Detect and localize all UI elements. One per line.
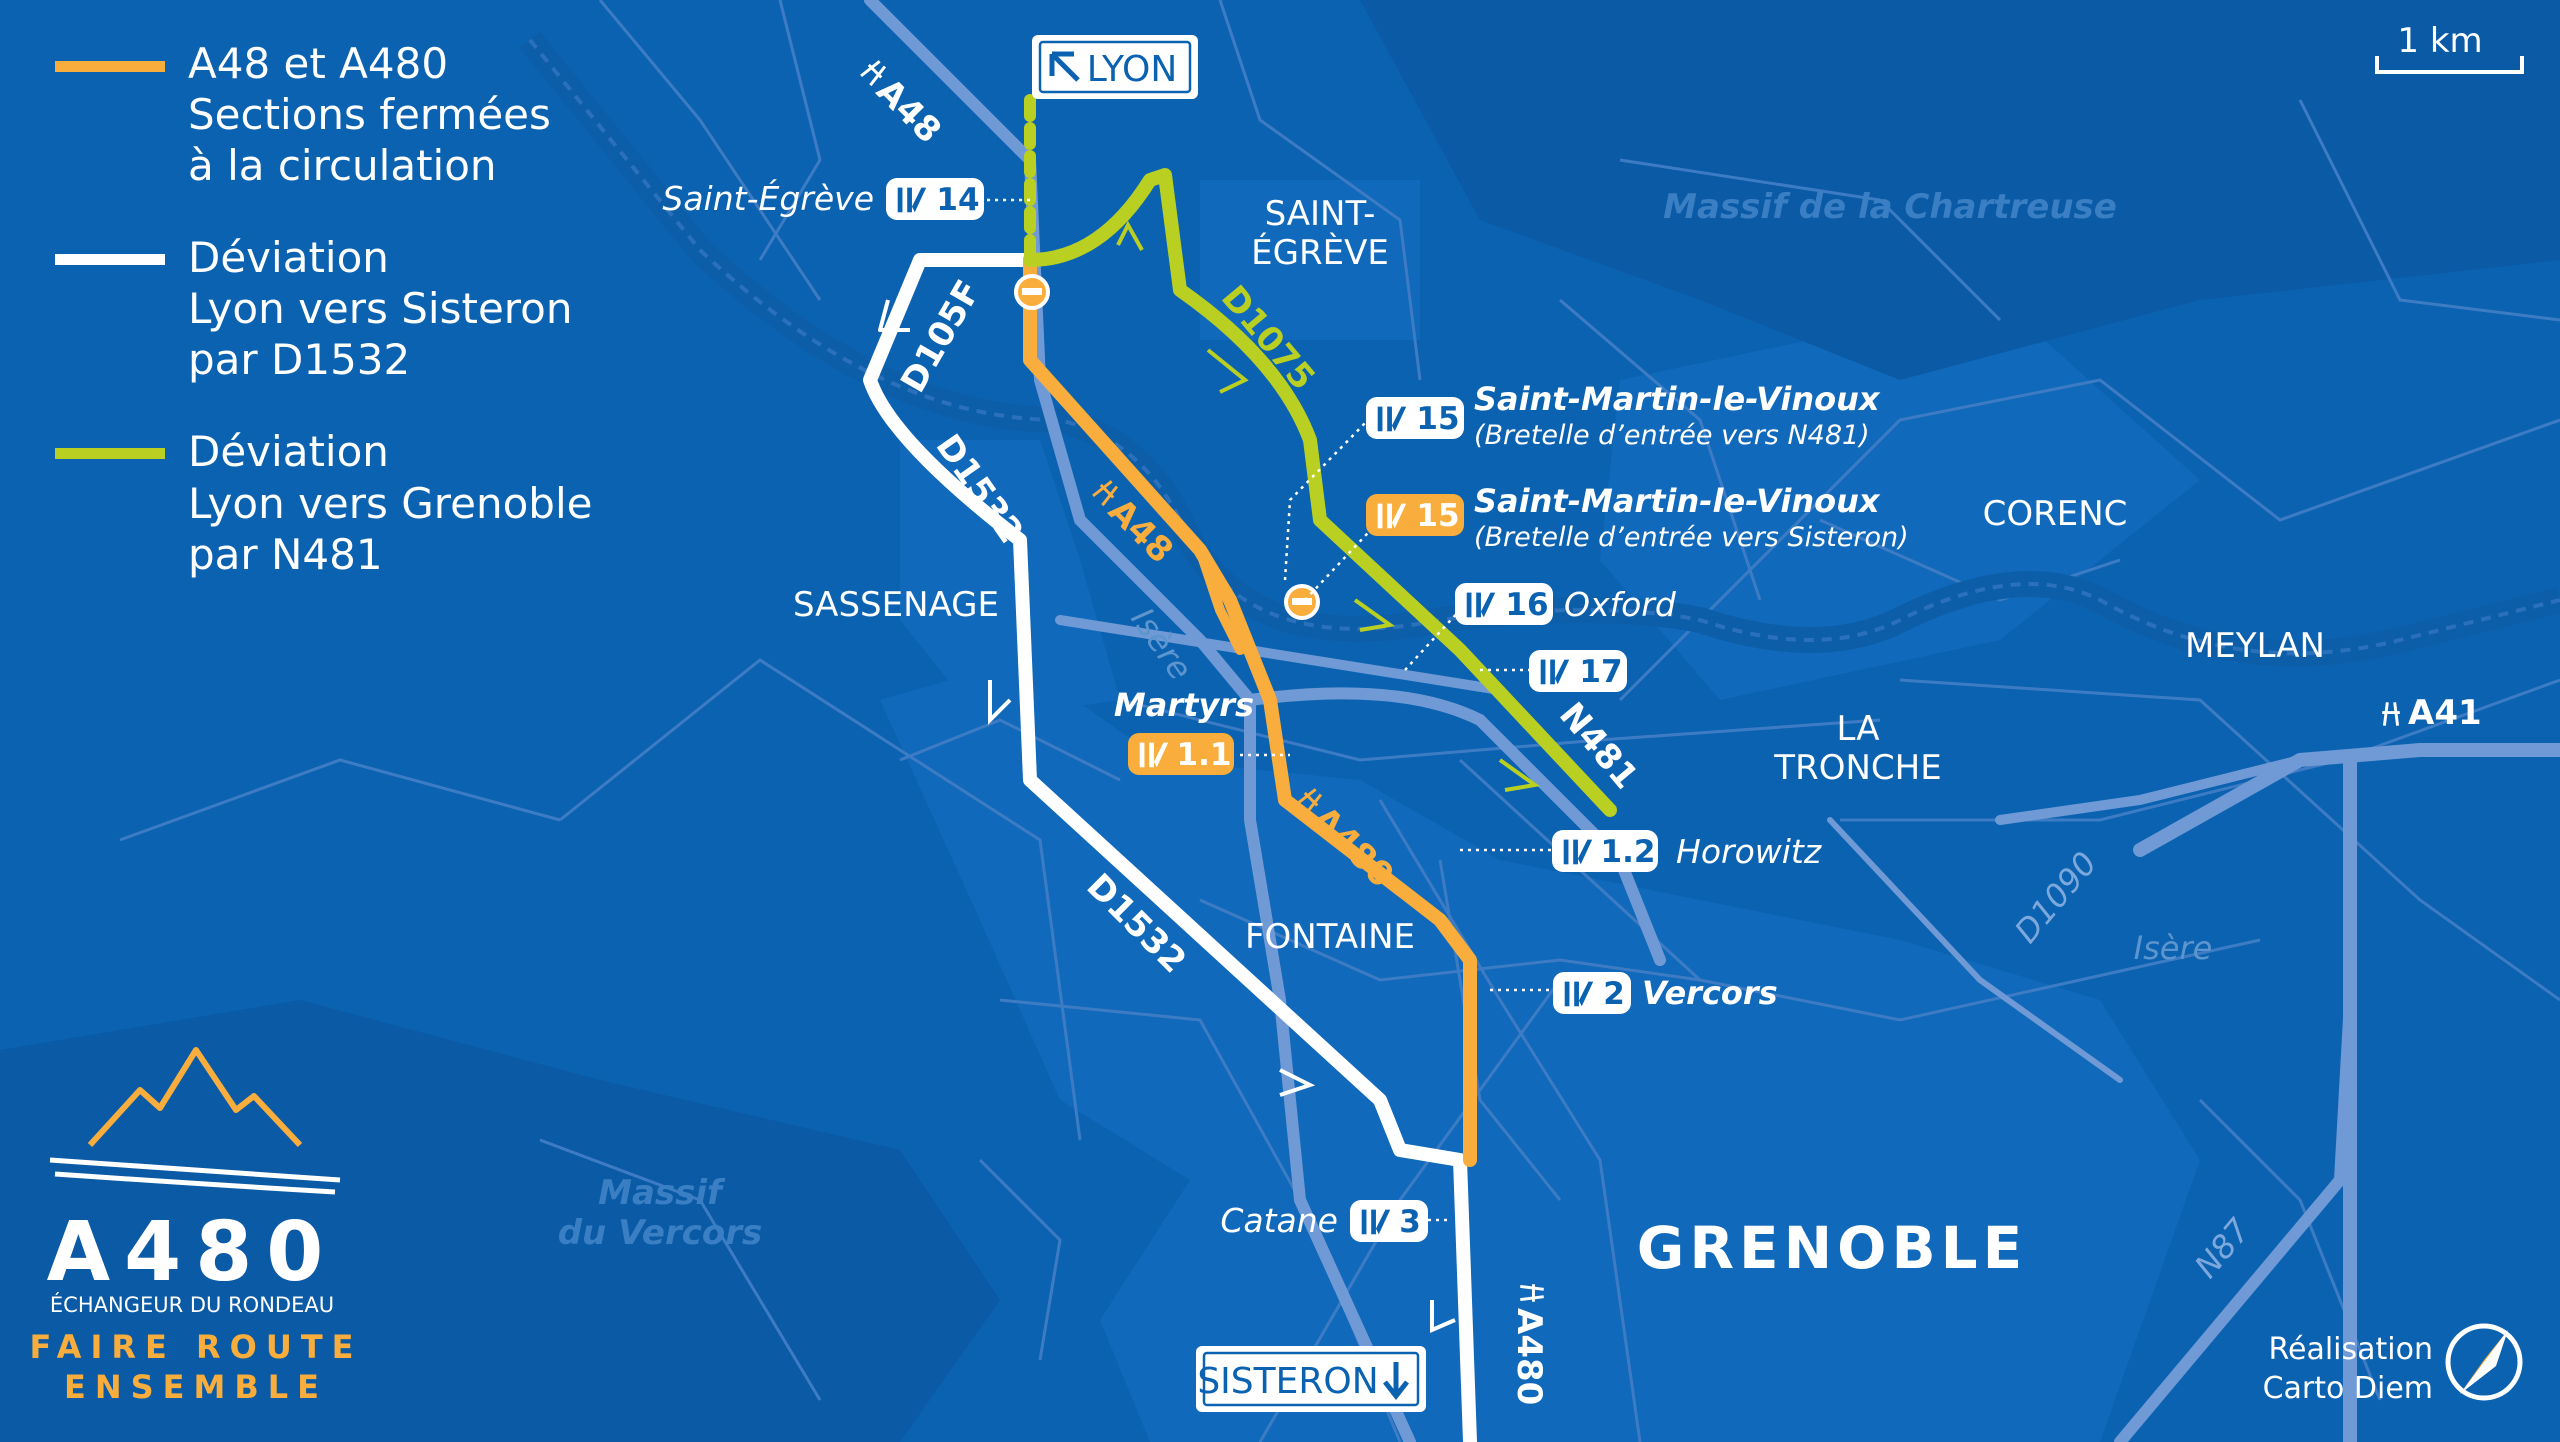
exit-15a-name: Saint-Martin-le-Vinoux (1474, 380, 1881, 418)
exit-1-1-number: 1.1 (1177, 737, 1232, 773)
arrow-white-1 (878, 299, 910, 332)
scale-line (2375, 56, 2524, 74)
exit-16-name: Oxford (1564, 585, 1677, 624)
exit-1-1-name: Martyrs (1114, 686, 1254, 724)
mountain-icon (87, 1047, 303, 1148)
exit-2: 2 Vercors (1553, 972, 1778, 1014)
arrow-down-icon (1383, 1362, 1409, 1401)
exit-17: 17 (1529, 650, 1627, 692)
exit-15b-number: 15 (1416, 498, 1459, 534)
place-la-tronche-2: TRONCHE (1773, 748, 1941, 788)
arrow-green-2 (1206, 348, 1249, 394)
exit-15a-number: 15 (1416, 401, 1459, 437)
exit-2-name: Vercors (1642, 974, 1778, 1012)
compass-icon (2445, 1323, 2523, 1401)
exit-1-1: Martyrs 1.1 (1114, 686, 1254, 775)
exit-1-2-number: 1.2 (1601, 834, 1656, 870)
legend-green-line1: Déviation (188, 427, 389, 476)
sign-lyon: LYON (1032, 35, 1198, 99)
exit-3-name: Catane (1220, 1201, 1338, 1240)
logo-title: A480 (47, 1205, 338, 1300)
legend-orange-line3: à la circulation (188, 141, 497, 190)
arrow-white-2 (988, 680, 1012, 725)
legend-swatch-white (55, 254, 165, 265)
exit-15a: 15 Saint-Martin-le-Vinoux (Bretelle d’en… (1366, 380, 1881, 451)
logo-slogan-1: FAIRE ROUTE (29, 1328, 362, 1366)
arrow-green-4 (1498, 758, 1541, 792)
credit-line2: Carto Diem (2263, 1371, 2433, 1406)
exit-14-number: 14 (936, 182, 979, 218)
sign-sisteron-label: SISTERON (1197, 1361, 1378, 1402)
scale-bar: 1 km (2375, 21, 2524, 74)
legend-orange-line2: Sections fermées (188, 90, 551, 139)
legend-white-line2: Lyon vers Sisteron (188, 284, 572, 333)
sign-sisteron: SISTERON (1196, 1346, 1426, 1412)
exit-16: 16 Oxford (1455, 583, 1677, 625)
place-corenc: CORENC (1983, 494, 2128, 534)
route-d1532-white (863, 253, 1477, 1442)
direction-arrows (878, 220, 1541, 1334)
legend-white-line3: par D1532 (188, 335, 410, 384)
massif-vercors-1: Massif (598, 1173, 726, 1213)
place-sassenage: SASSENAGE (793, 585, 999, 625)
logo-slogan-2: ENSEMBLE (64, 1368, 328, 1406)
arrow-white-4 (1430, 1300, 1456, 1334)
svg-text:A480: A480 (1509, 1308, 1549, 1405)
place-meylan: MEYLAN (2185, 626, 2325, 666)
massif-vercors-2: du Vercors (558, 1213, 763, 1253)
route-a48-a480-orange (1023, 253, 1477, 1167)
road-label-a480-bottom: A480 (1509, 1282, 1549, 1405)
road-swoosh-icon (49, 1157, 341, 1195)
exit-15a-sub: (Bretelle d’entrée vers N481) (1474, 420, 1870, 451)
exit-15b: 15 Saint-Martin-le-Vinoux (Bretelle d’en… (1366, 482, 1909, 553)
arrow-green-1 (1116, 220, 1144, 251)
exit-16-number: 16 (1505, 587, 1548, 623)
closure-marker-2 (1284, 584, 1320, 620)
exit-14: Saint-Égrève 14 (662, 178, 984, 220)
arrow-green-3 (1353, 598, 1396, 632)
legend: A48 et A480 Sections fermées à la circul… (55, 39, 592, 579)
exit-3-number: 3 (1399, 1204, 1421, 1240)
river-label-2: Isère (2134, 929, 2213, 967)
massif-chartreuse: Massif de la Chartreuse (1663, 187, 2117, 227)
place-la-tronche-1: LA (1837, 709, 1880, 749)
sign-lyon-label: LYON (1087, 49, 1178, 90)
legend-white-line1: Déviation (188, 233, 389, 282)
place-saint-egreve-2: ÉGRÈVE (1251, 232, 1389, 273)
urban-areas (880, 180, 2200, 1442)
place-grenoble: GRENOBLE (1637, 1214, 2028, 1282)
exit-3: Catane 3 (1220, 1200, 1428, 1242)
exit-14-name: Saint-Égrève (662, 178, 874, 218)
exit-1-2-name: Horowitz (1676, 832, 1822, 871)
logo-subtitle: ÉCHANGEUR DU RONDEAU (50, 1292, 334, 1317)
exit-15b-sub: (Bretelle d’entrée vers Sisteron) (1474, 522, 1909, 553)
legend-swatch-orange (55, 61, 165, 72)
road-label-a41: A41 (2380, 693, 2482, 733)
scale-label: 1 km (2397, 21, 2482, 61)
logo-a480: A480 ÉCHANGEUR DU RONDEAU FAIRE ROUTE EN… (29, 1047, 362, 1406)
place-saint-egreve-1: SAINT- (1265, 194, 1376, 234)
arrow-up-left-icon (1049, 51, 1080, 82)
route-n481-green (1023, 94, 1617, 817)
credit-line1: Réalisation (2269, 1332, 2434, 1367)
exit-17-number: 17 (1579, 654, 1622, 690)
exit-15b-name: Saint-Martin-le-Vinoux (1474, 482, 1881, 520)
legend-swatch-green (55, 448, 165, 459)
exit-1-2: 1.2 Horowitz (1552, 830, 1822, 872)
closure-marker-1 (1014, 274, 1050, 310)
legend-green-line3: par N481 (188, 530, 383, 579)
exit-2-number: 2 (1603, 976, 1625, 1012)
credit: Réalisation Carto Diem (2263, 1323, 2523, 1406)
legend-orange-line1: A48 et A480 (188, 39, 448, 88)
place-fontaine: FONTAINE (1245, 917, 1415, 957)
arrow-white-3 (1279, 1068, 1316, 1097)
svg-text:A41: A41 (2408, 693, 2482, 733)
legend-green-line2: Lyon vers Grenoble (188, 479, 592, 528)
